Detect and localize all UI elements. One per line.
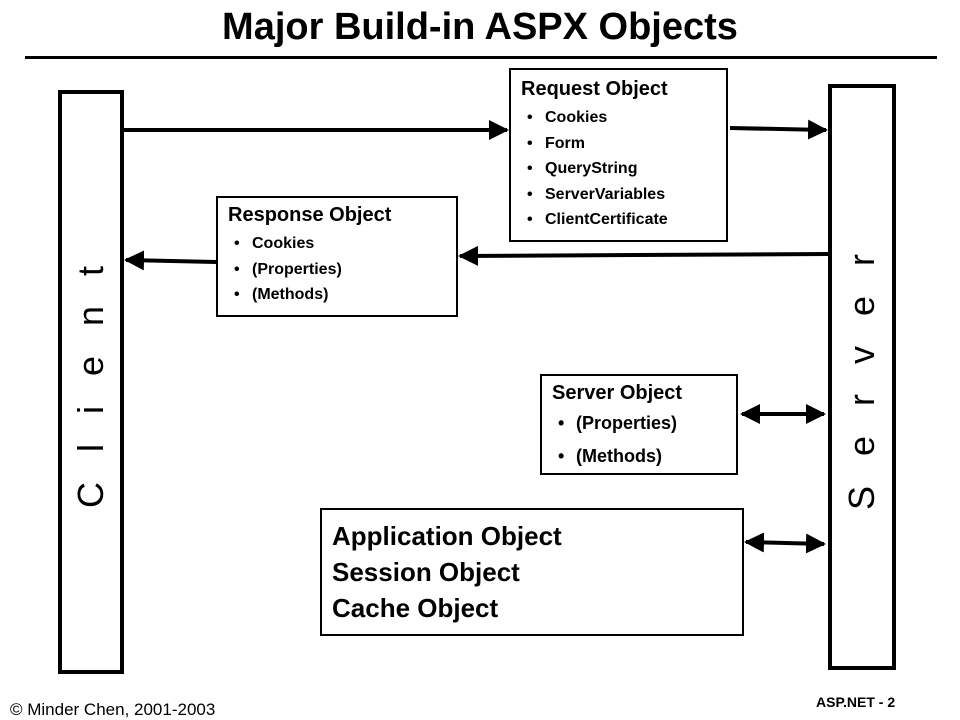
server-object-box: Server Object (Properties) (Methods) bbox=[540, 374, 738, 475]
session-object-label: Session Object bbox=[332, 557, 520, 587]
server-lane: S e r v e r bbox=[828, 84, 896, 670]
list-item: (Methods) bbox=[234, 282, 456, 308]
list-item: (Properties) bbox=[234, 257, 456, 283]
request-object-box: Request Object Cookies Form QueryString … bbox=[509, 68, 728, 242]
page-title: Major Build-in ASPX Objects bbox=[222, 6, 738, 48]
cache-object-label: Cache Object bbox=[332, 593, 499, 623]
arrow-response-to-client bbox=[124, 250, 217, 271]
arrow-request-to-server bbox=[729, 119, 828, 140]
request-object-list: Cookies Form QueryString ServerVariables… bbox=[527, 105, 726, 233]
application-object-label: Application Object bbox=[332, 521, 562, 551]
state-objects-box: Application Object Session Object Cache … bbox=[320, 508, 744, 636]
response-object-list: Cookies (Properties) (Methods) bbox=[234, 231, 456, 308]
list-item: ServerVariables bbox=[527, 182, 726, 208]
list-item: Form bbox=[527, 131, 726, 157]
copyright-text: © Minder Chen, 2001-2003 bbox=[10, 700, 216, 719]
list-item: Cookies bbox=[527, 105, 726, 131]
list-item: QueryString bbox=[527, 156, 726, 182]
server-object-list: (Properties) (Methods) bbox=[558, 407, 736, 473]
list-item: (Methods) bbox=[558, 440, 736, 473]
client-lane: C l i e n t bbox=[58, 90, 124, 674]
response-object-heading: Response Object bbox=[228, 204, 392, 226]
list-item: Cookies bbox=[234, 231, 456, 257]
list-item: (Properties) bbox=[558, 407, 736, 440]
list-item: ClientCertificate bbox=[527, 207, 726, 233]
arrow-state-objects-bidirectional bbox=[744, 532, 826, 554]
title-divider bbox=[25, 56, 937, 59]
server-object-heading: Server Object bbox=[552, 382, 683, 404]
arrow-server-to-response bbox=[458, 245, 829, 266]
page-number: ASP.NET - 2 bbox=[816, 694, 896, 710]
response-object-box: Response Object Cookies (Properties) (Me… bbox=[216, 196, 458, 317]
request-object-heading: Request Object bbox=[521, 78, 668, 100]
